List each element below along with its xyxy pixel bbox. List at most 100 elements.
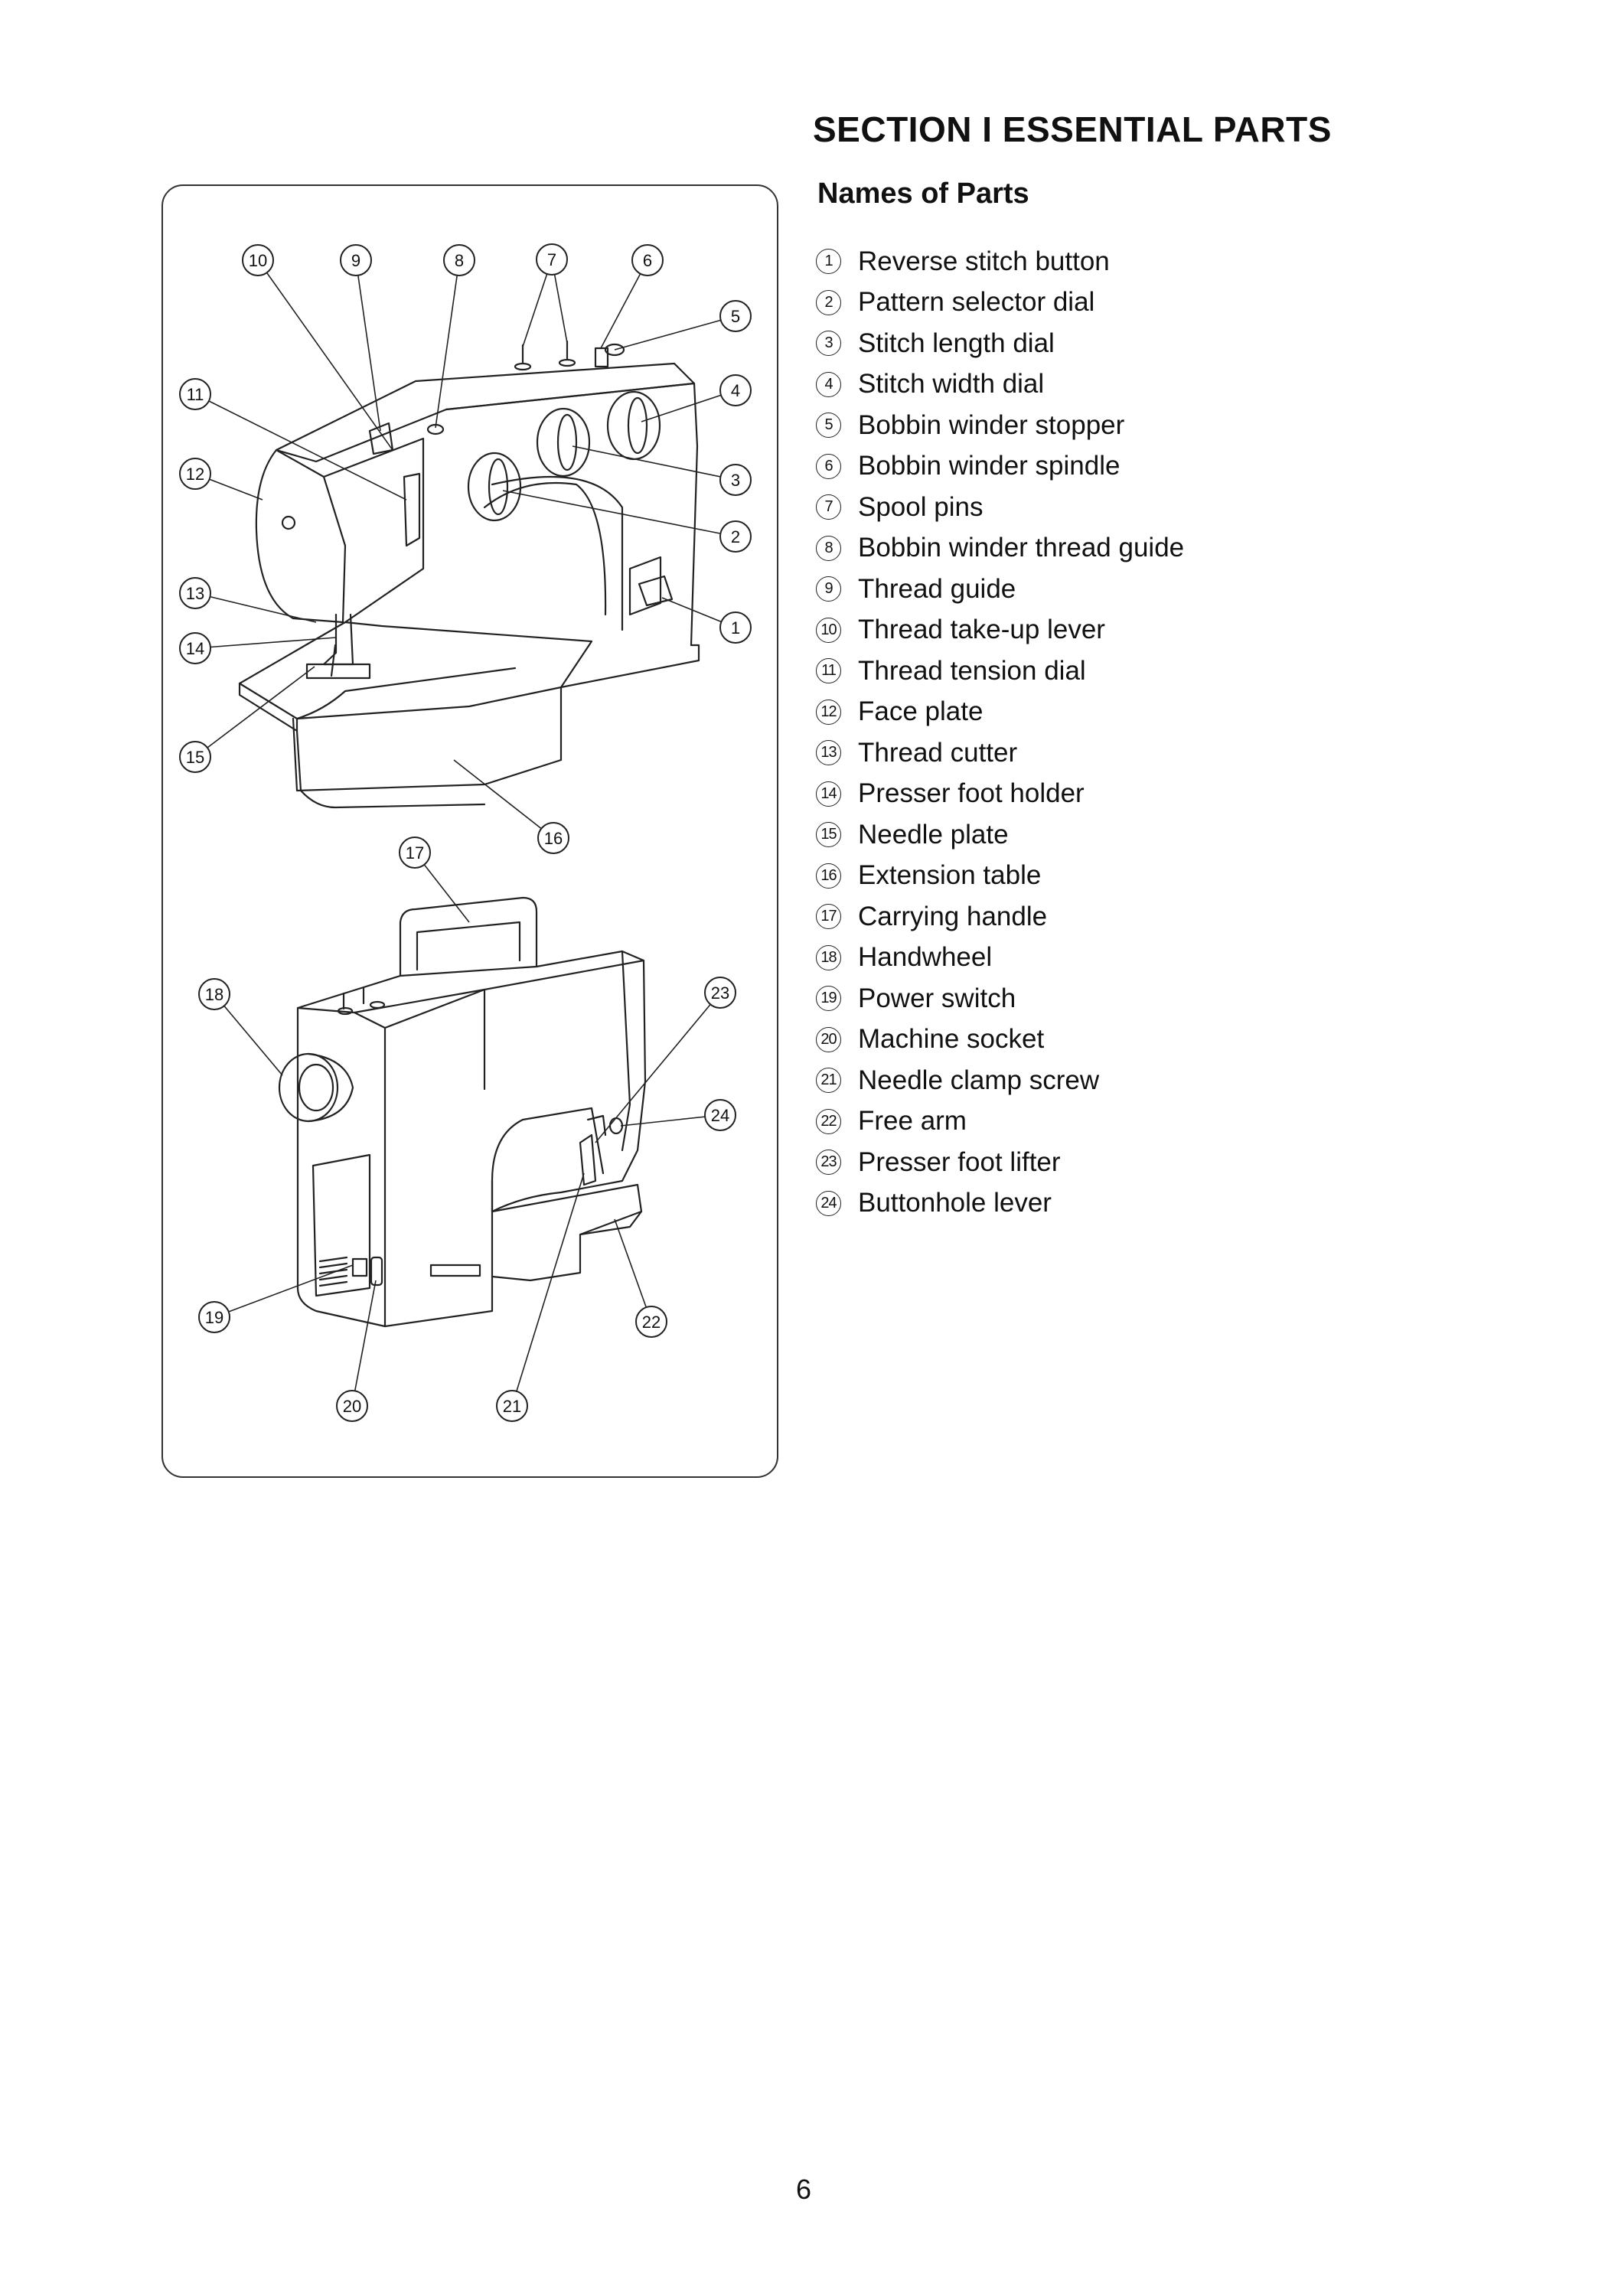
sewing-machine-diagram: 1 2 3 4 5 6 7 8 9 10 11 12 13 14 15 16 1… bbox=[179, 243, 752, 1422]
callout-6: 6 bbox=[631, 244, 664, 276]
part-number-badge: 13 bbox=[816, 740, 841, 766]
list-item: 18 Handwheel bbox=[816, 938, 1184, 979]
callout-number: 24 bbox=[711, 1106, 729, 1125]
callout-number: 11 bbox=[187, 385, 204, 404]
callout-number: 18 bbox=[205, 985, 223, 1004]
part-name: Thread tension dial bbox=[858, 655, 1086, 686]
part-number-badge: 11 bbox=[816, 658, 841, 684]
part-number-badge: 16 bbox=[816, 863, 841, 889]
part-name: Stitch length dial bbox=[858, 328, 1055, 358]
part-name: Needle clamp screw bbox=[858, 1065, 1100, 1095]
callout-5: 5 bbox=[719, 300, 752, 332]
list-item: 7 Spool pins bbox=[816, 487, 1184, 528]
callout-13: 13 bbox=[179, 577, 211, 609]
part-number-badge: 14 bbox=[816, 781, 841, 807]
part-name: Handwheel bbox=[858, 942, 993, 973]
callout-14: 14 bbox=[179, 632, 211, 664]
callout-number: 5 bbox=[731, 307, 740, 326]
part-number-badge: 21 bbox=[816, 1068, 841, 1094]
leader-lines bbox=[194, 259, 736, 1407]
callout-number: 16 bbox=[544, 829, 563, 848]
part-name: Thread guide bbox=[858, 573, 1016, 604]
part-number-badge: 8 bbox=[816, 535, 841, 561]
part-number-badge: 19 bbox=[816, 986, 841, 1012]
list-item: 13 Thread cutter bbox=[816, 732, 1184, 774]
part-name: Thread cutter bbox=[858, 737, 1018, 768]
diagram-frame: 1 2 3 4 5 6 7 8 9 10 11 12 13 14 15 16 1… bbox=[161, 184, 778, 1478]
callout-number: 9 bbox=[351, 251, 360, 270]
callout-4: 4 bbox=[719, 374, 752, 406]
part-name: Pattern selector dial bbox=[858, 287, 1095, 318]
part-name: Bobbin winder thread guide bbox=[858, 533, 1185, 563]
list-item: 15 Needle plate bbox=[816, 814, 1184, 856]
callout-number: 23 bbox=[711, 983, 729, 1003]
part-number-badge: 20 bbox=[816, 1026, 841, 1052]
part-number-badge: 4 bbox=[816, 371, 841, 397]
part-number-badge: 10 bbox=[816, 617, 841, 643]
part-number-badge: 15 bbox=[816, 822, 841, 848]
callout-15: 15 bbox=[179, 741, 211, 773]
callout-21: 21 bbox=[496, 1390, 528, 1422]
part-name: Power switch bbox=[858, 983, 1016, 1013]
callout-number: 21 bbox=[503, 1397, 521, 1416]
list-item: 5 Bobbin winder stopper bbox=[816, 405, 1184, 446]
callout-number: 13 bbox=[186, 584, 204, 603]
list-item: 9 Thread guide bbox=[816, 569, 1184, 610]
part-number-badge: 6 bbox=[816, 453, 841, 479]
part-name: Extension table bbox=[858, 860, 1042, 891]
callout-3: 3 bbox=[719, 464, 752, 496]
callout-11: 11 bbox=[179, 378, 211, 410]
part-name: Presser foot holder bbox=[858, 778, 1085, 809]
machine-rear-view bbox=[278, 896, 647, 1328]
callout-7: 7 bbox=[536, 243, 568, 276]
callout-number: 3 bbox=[731, 471, 740, 490]
callout-number: 19 bbox=[205, 1308, 223, 1327]
part-number-badge: 18 bbox=[816, 944, 841, 970]
callout-number: 2 bbox=[731, 527, 740, 546]
part-number-badge: 22 bbox=[816, 1108, 841, 1134]
callout-number: 17 bbox=[406, 843, 424, 863]
part-name: Thread take-up lever bbox=[858, 615, 1105, 645]
part-number-badge: 23 bbox=[816, 1150, 841, 1176]
part-number-badge: 5 bbox=[816, 413, 841, 439]
part-name: Buttonhole lever bbox=[858, 1188, 1052, 1218]
list-item: 10 Thread take-up lever bbox=[816, 610, 1184, 651]
part-number-badge: 9 bbox=[816, 576, 841, 602]
list-item: 19 Power switch bbox=[816, 978, 1184, 1019]
part-name: Needle plate bbox=[858, 819, 1009, 850]
list-item: 20 Machine socket bbox=[816, 1019, 1184, 1061]
callout-2: 2 bbox=[719, 520, 752, 553]
callout-number: 7 bbox=[547, 250, 556, 269]
callout-number: 8 bbox=[455, 251, 464, 270]
callout-number: 15 bbox=[186, 748, 204, 767]
part-number-badge: 7 bbox=[816, 494, 841, 520]
callout-10: 10 bbox=[242, 244, 274, 276]
list-item: 16 Extension table bbox=[816, 856, 1184, 897]
callout-8: 8 bbox=[443, 244, 475, 276]
callout-number: 20 bbox=[343, 1397, 361, 1416]
list-item: 14 Presser foot holder bbox=[816, 774, 1184, 815]
callout-number: 1 bbox=[731, 618, 740, 638]
part-number-badge: 17 bbox=[816, 904, 841, 930]
callout-18: 18 bbox=[198, 978, 230, 1010]
part-name: Machine socket bbox=[858, 1024, 1045, 1055]
callout-number: 12 bbox=[186, 465, 204, 484]
callout-16: 16 bbox=[537, 822, 569, 854]
callout-22: 22 bbox=[635, 1306, 667, 1338]
callout-19: 19 bbox=[198, 1301, 230, 1333]
part-name: Spool pins bbox=[858, 491, 984, 522]
list-item: 11 Thread tension dial bbox=[816, 651, 1184, 692]
callout-20: 20 bbox=[336, 1390, 368, 1422]
part-name: Bobbin winder stopper bbox=[858, 409, 1125, 440]
names-of-parts-heading: Names of Parts bbox=[817, 178, 1029, 210]
section-title: SECTION I ESSENTIAL PARTS bbox=[813, 109, 1332, 149]
